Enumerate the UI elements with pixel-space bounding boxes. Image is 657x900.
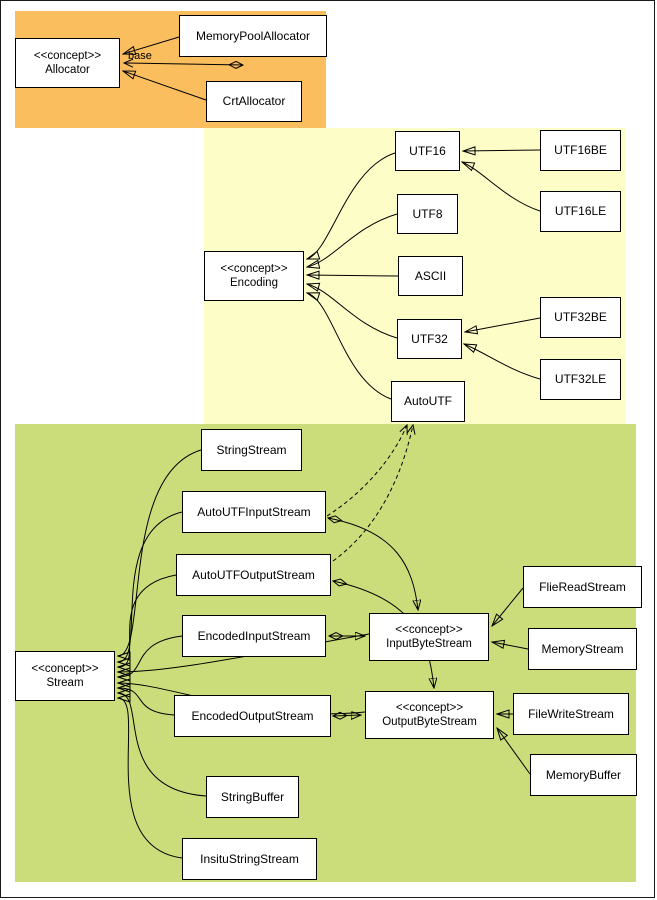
node-utf32be: UTF32BE	[540, 297, 621, 338]
node-outputbytestream-name: OutputByteStream	[382, 716, 477, 728]
node-inputbytestream-stereotype: <<concept>>	[395, 623, 463, 636]
node-stream: <<concept>> Stream	[15, 651, 115, 701]
node-outputbytestream: <<concept>> OutputByteStream	[365, 691, 494, 739]
node-allocator-name: Allocator	[45, 64, 90, 76]
node-stringbuffer: StringBuffer	[206, 776, 299, 818]
node-utf8: UTF8	[397, 194, 458, 234]
node-autoutfoutputstream: AutoUTFOutputStream	[176, 554, 331, 596]
node-encoding-name: Encoding	[230, 277, 278, 289]
node-utf16le: UTF16LE	[540, 191, 621, 232]
node-allocator: <<concept>> Allocator	[15, 38, 120, 88]
node-utf32: UTF32	[397, 319, 462, 359]
node-autoutfinputstream: AutoUTFInputStream	[182, 491, 326, 533]
node-memorybuffer: MemoryBuffer	[530, 754, 637, 796]
node-utf16be: UTF16BE	[540, 130, 621, 171]
node-ascii: ASCII	[398, 256, 463, 296]
node-stringstream: StringStream	[201, 429, 302, 471]
node-encoding-stereotype: <<concept>>	[220, 262, 288, 275]
node-autoutf: AutoUTF	[391, 381, 465, 422]
node-crtallocator: CrtAllocator	[206, 81, 302, 122]
node-utf16: UTF16	[395, 131, 460, 171]
node-encoding: <<concept>> Encoding	[204, 251, 304, 301]
node-utf32le: UTF32LE	[540, 359, 621, 400]
node-encodedoutputstream: EncodedOutputStream	[174, 695, 331, 737]
node-inputbytestream-name: InputByteStream	[386, 638, 472, 650]
node-memorystream: MemoryStream	[528, 628, 637, 670]
node-allocator-stereotype: <<concept>>	[33, 49, 102, 62]
node-inputbytestream: <<concept>> InputByteStream	[369, 613, 489, 661]
node-filewritestream: FileWriteStream	[513, 693, 629, 735]
node-stream-stereotype: <<concept>>	[31, 662, 99, 675]
node-outputbytestream-stereotype: <<concept>>	[395, 701, 464, 714]
node-encodedinputstream: EncodedInputStream	[182, 615, 326, 657]
node-fliereadstream: FlieReadStream	[523, 566, 642, 608]
node-insitustringstream: InsituStringStream	[182, 838, 317, 880]
node-memorypoolallocator: MemoryPoolAllocator	[179, 15, 327, 57]
node-stream-name: Stream	[46, 677, 84, 689]
